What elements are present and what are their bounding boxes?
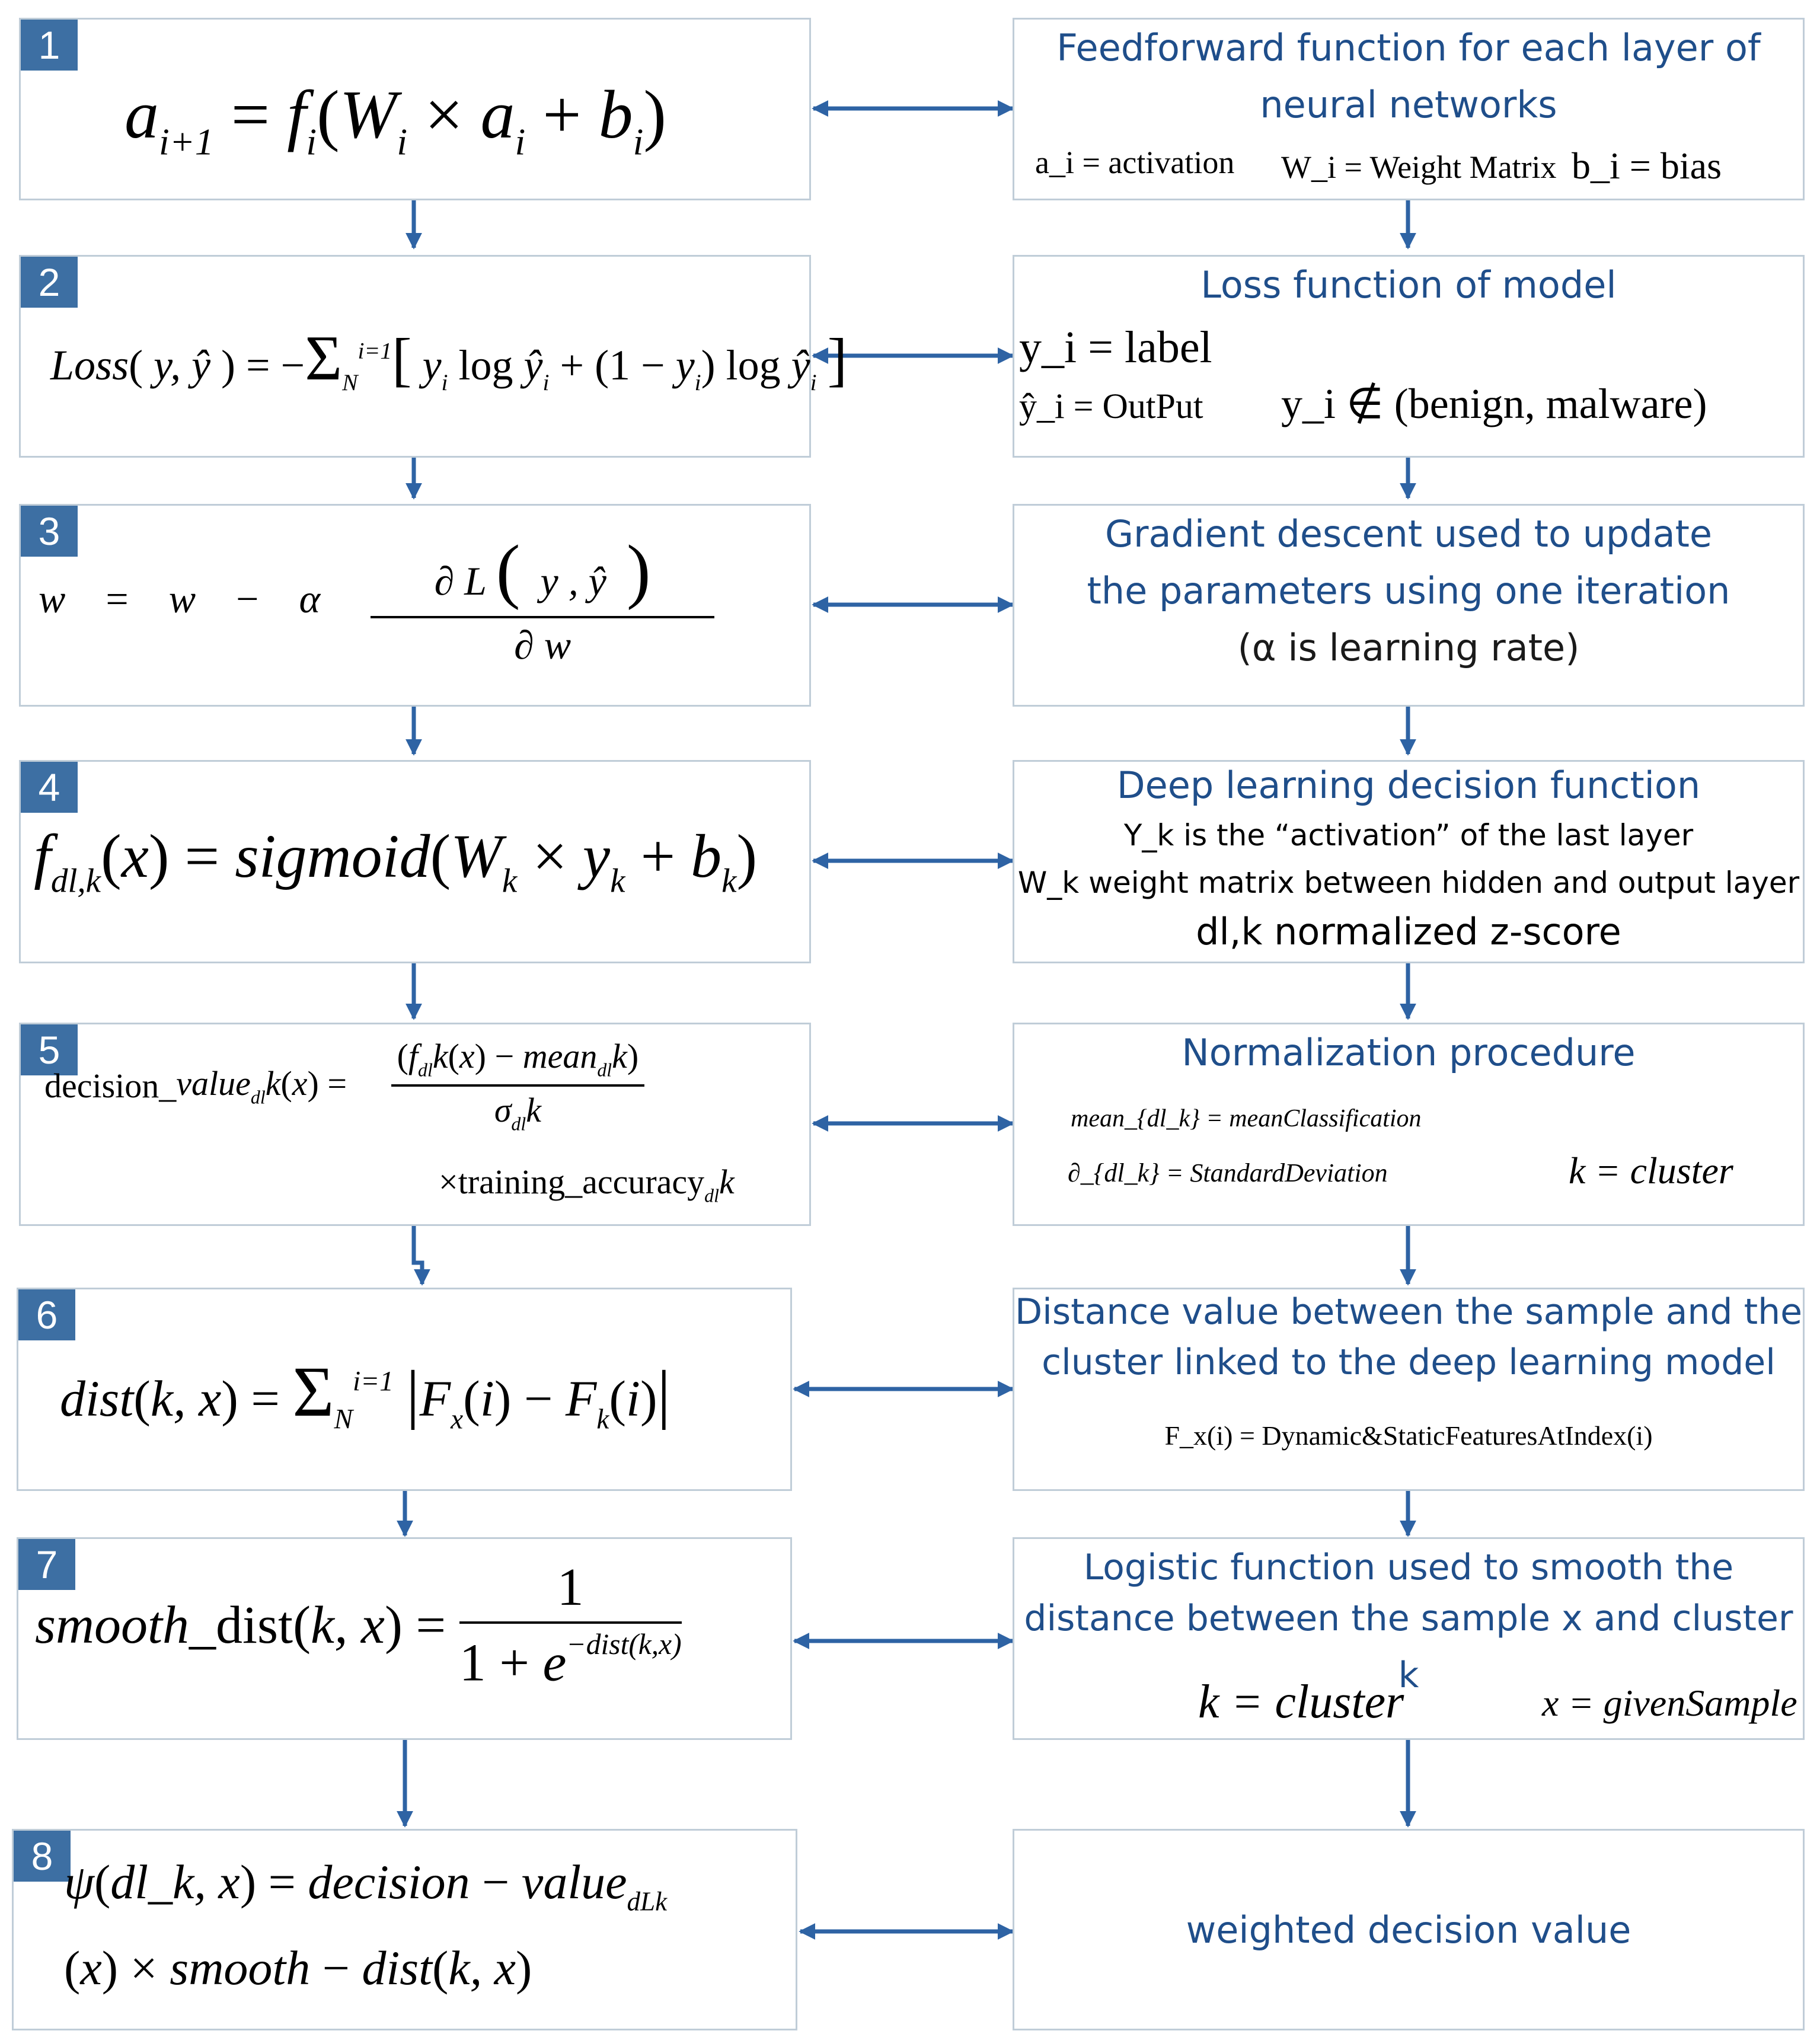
- note-text: a_i = activation: [1035, 145, 1235, 180]
- formula-distance: dist(k, x) = ΣNi=1 |Fx(i) − Fk(i)|: [60, 1353, 670, 1435]
- note-cluster: k = cluster: [1569, 1149, 1733, 1193]
- formula-box-1: 1 ai+1 = fi(Wi × ai + bi): [19, 18, 811, 200]
- note-text: W_i = Weight Matrix: [1281, 149, 1557, 185]
- note-activation-last-layer: Y_k is the “activation” of the last laye…: [1014, 818, 1803, 852]
- note-class-set: y_i ∉ (benign, malware): [1281, 378, 1707, 429]
- formula-box-8: 8 ψ(dl_k, x) = decision − valuedLk (x) ×…: [12, 1829, 797, 2030]
- formula-box-3: 3 w = w − α ∂ L ( y , ŷ )∂ w: [19, 504, 811, 707]
- step-number-badge: 8: [14, 1831, 71, 1882]
- note-z-score: dl,k normalized z-score: [1014, 910, 1803, 953]
- formula-decision-function: fdl,k(x) = sigmoid(Wk × yk + bk): [34, 822, 758, 900]
- note-text: W_k weight matrix between hidden and out…: [1017, 866, 1800, 900]
- step-number-badge: 3: [21, 506, 78, 557]
- step-number-badge: 2: [21, 257, 78, 308]
- note-text: k = cluster: [1569, 1149, 1733, 1192]
- step-number-badge: 1: [21, 20, 78, 71]
- description-title-line-2: distance between the sample x and cluste…: [1024, 1598, 1793, 1696]
- note-weight-matrix: W_i = Weight Matrix: [1281, 149, 1557, 186]
- description-box-6: Distance value between the sample and th…: [1013, 1288, 1805, 1491]
- description-title-line-1: weighted decision value: [1186, 1908, 1631, 1952]
- note-text: ŷ_i = OutPut: [1019, 387, 1203, 426]
- note-text: b_i = bias: [1572, 145, 1722, 187]
- note-text: dl,k normalized z-score: [1196, 910, 1621, 953]
- description-title-line-1: Gradient descent used to update: [1104, 512, 1713, 555]
- description-title-line-2: the parameters using one iteration: [1087, 569, 1730, 612]
- formula-decision-value: decision_valuedlk(x) = (fdlk(x) − meandl…: [44, 1036, 645, 1135]
- formula-weighted-decision-line-1: ψ(dl_k, x) = decision − valuedLk: [64, 1855, 668, 1917]
- description-title-line-1: Distance value between the sample and th…: [1014, 1291, 1803, 1333]
- description-title-line-3: (α is learning rate): [1237, 626, 1580, 669]
- note-text: y_i ∉ (benign, malware): [1281, 380, 1707, 427]
- formula-weighted-decision-line-2: (x) × smooth − dist(k, x): [64, 1941, 532, 1995]
- note-standard-deviation: ∂_{dl_k} = StandardDeviation: [1068, 1158, 1388, 1188]
- note-text: k = cluster: [1198, 1676, 1404, 1728]
- note-text: F_x(i) = Dynamic&StaticFeaturesAtIndex(i…: [1164, 1420, 1653, 1451]
- description-box-8: weighted decision value: [1013, 1829, 1805, 2030]
- description-box-4: Deep learning decision function Y_k is t…: [1013, 760, 1805, 963]
- formula-training-accuracy: ×training_accuracydlk: [439, 1163, 735, 1206]
- note-text: x = givenSample: [1542, 1682, 1797, 1724]
- formula-box-5: 5 decision_valuedlk(x) = (fdlk(x) − mean…: [19, 1023, 811, 1226]
- description-box-1: Feedforward function for each layer of n…: [1013, 18, 1805, 200]
- formula-loss: Loss( y, ŷ ) = −ΣNi=1[ yi log ŷi + (1 − …: [50, 323, 848, 395]
- description-box-3: Gradient descent used to update the para…: [1013, 504, 1805, 707]
- description-title-line-2: neural networks: [1260, 83, 1557, 126]
- note-activation: a_i = activation: [1035, 144, 1234, 181]
- description-title-line-2: cluster linked to the deep learning mode…: [1042, 1342, 1776, 1383]
- description-title-line-1: Loss function of model: [1200, 263, 1617, 306]
- formula-gradient-descent: w = w − α ∂ L ( y , ŷ )∂ w: [39, 529, 715, 669]
- note-given-sample: x = givenSample: [1542, 1681, 1797, 1725]
- note-bias: b_i = bias: [1572, 144, 1722, 188]
- step-number-badge: 6: [18, 1289, 75, 1340]
- note-text: Y_k is the “activation” of the last laye…: [1123, 818, 1694, 852]
- description-title-line-1: Logistic function used to smooth the: [1083, 1547, 1734, 1588]
- note-output: ŷ_i = OutPut: [1019, 386, 1203, 427]
- note-weight-matrix-hidden-output: W_k weight matrix between hidden and out…: [1014, 866, 1803, 900]
- note-text: y_i = label: [1019, 322, 1212, 372]
- left-down-arrow-5: [411, 1226, 430, 1286]
- note-feature-index: F_x(i) = Dynamic&StaticFeaturesAtIndex(i…: [1014, 1420, 1803, 1451]
- step-number-badge: 7: [18, 1539, 75, 1590]
- description-title-line-1: Normalization procedure: [1182, 1031, 1636, 1074]
- description-box-5: Normalization procedure mean_{dl_k} = me…: [1013, 1023, 1805, 1226]
- formula-box-4: 4 fdl,k(x) = sigmoid(Wk × yk + bk): [19, 760, 811, 963]
- note-label: y_i = label: [1019, 322, 1212, 373]
- note-text: ∂_{dl_k} = StandardDeviation: [1068, 1158, 1388, 1187]
- note-text: mean_{dl_k} = meanClassification: [1071, 1105, 1422, 1132]
- formula-box-2: 2 Loss( y, ŷ ) = −ΣNi=1[ yi log ŷi + (1 …: [19, 255, 847, 458]
- step-number-badge: 5: [21, 1024, 78, 1075]
- note-cluster: k = cluster: [1198, 1675, 1404, 1729]
- description-title-line-1: Deep learning decision function: [1116, 764, 1701, 807]
- description-box-2: Loss function of model y_i = label ŷ_i =…: [1013, 255, 1805, 458]
- description-box-7: Logistic function used to smooth the dis…: [1013, 1537, 1805, 1740]
- formula-feedforward: ai+1 = fi(Wi × ai + bi): [124, 77, 667, 163]
- formula-box-6: 6 dist(k, x) = ΣNi=1 |Fx(i) − Fk(i)|: [17, 1288, 792, 1491]
- description-title-line-1: Feedforward function for each layer of: [1056, 26, 1761, 69]
- step-number-badge: 4: [21, 762, 78, 813]
- note-mean: mean_{dl_k} = meanClassification: [1071, 1104, 1422, 1133]
